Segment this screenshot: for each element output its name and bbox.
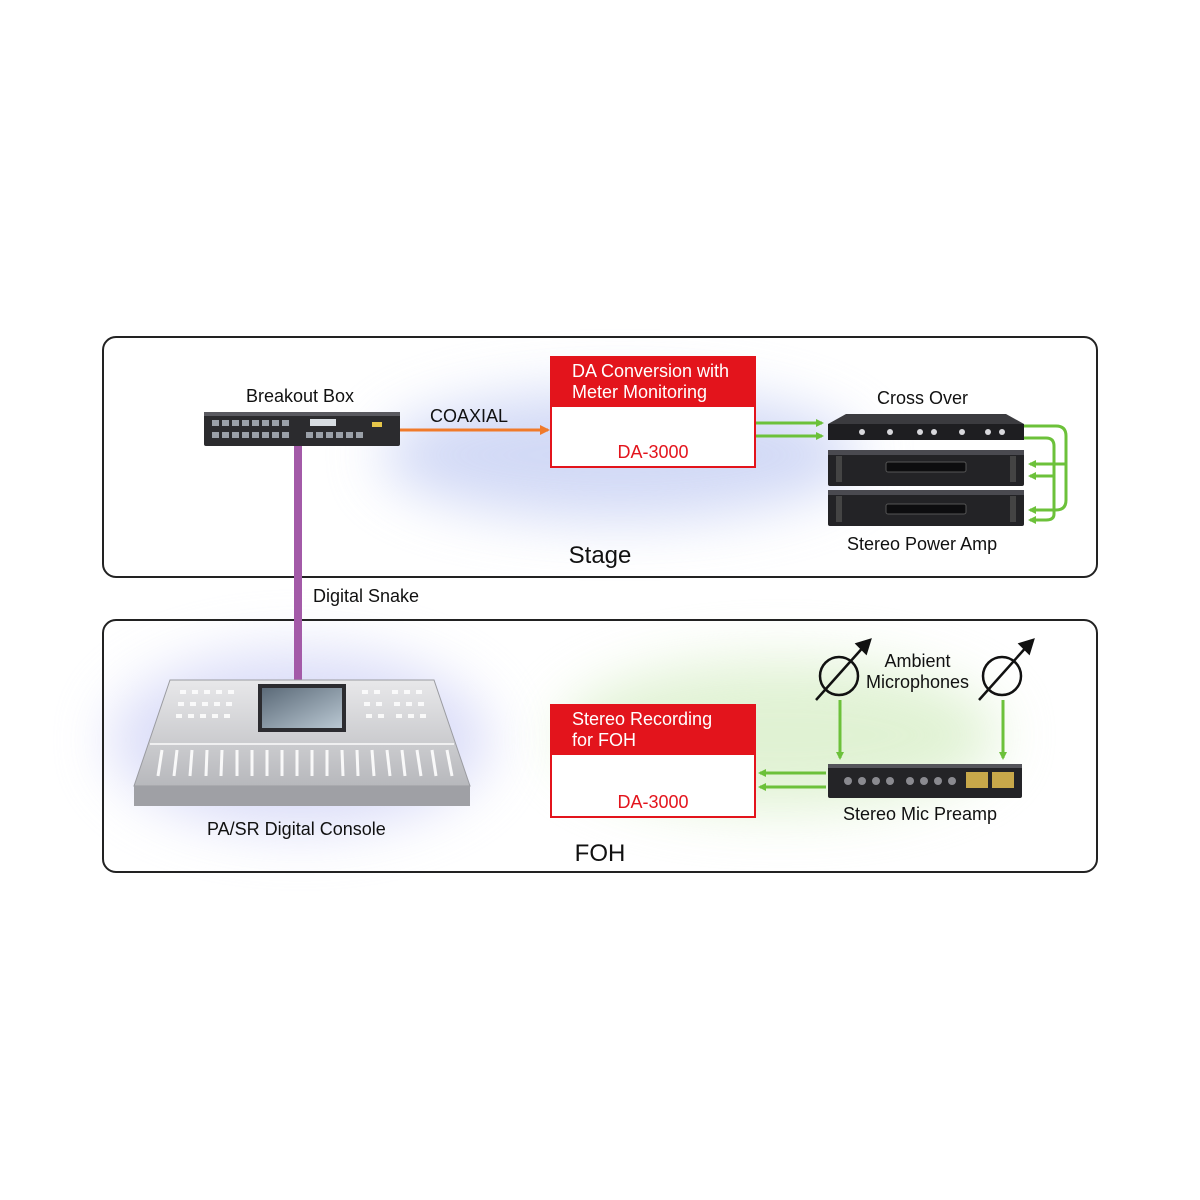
stereo-power-amp-label: Stereo Power Amp [847, 534, 998, 554]
ambient-mics-label: Ambient Microphones [866, 651, 970, 692]
console-label: PA/SR Digital Console [207, 819, 386, 839]
coaxial-label: COAXIAL [430, 406, 509, 426]
crossover-to-amp-loop-1 [1024, 424, 1068, 514]
microphone-icon [978, 638, 1035, 701]
foh-title: FOH [574, 840, 626, 867]
stage-callout-title: DA Conversion with Meter Monitoring [552, 358, 754, 407]
breakout-box-label: Breakout Box [246, 386, 355, 406]
mic-preamp-device [828, 764, 1022, 798]
breakout-box-device [204, 412, 400, 446]
crossover-to-amp-loop-2 [1024, 436, 1056, 524]
microphone-icon [815, 638, 872, 701]
mic-preamp-label: Stereo Mic Preamp [843, 804, 998, 824]
foh-da3000-callout: Stereo Recording for FOH DA-3000 [550, 704, 756, 818]
digital-snake-label: Digital Snake [313, 586, 420, 606]
stage-zone [102, 336, 1098, 578]
foh-callout-model: DA-3000 [617, 792, 689, 812]
stage-da3000-callout: DA Conversion with Meter Monitoring DA-3… [550, 356, 756, 468]
foh-callout-title: Stereo Recording for FOH [552, 706, 754, 755]
crossover-device [828, 414, 1024, 440]
digital-console-device [133, 679, 471, 806]
cross-over-label: Cross Over [877, 388, 969, 408]
stage-callout-model: DA-3000 [617, 442, 689, 462]
power-amp-device-1 [828, 450, 1024, 486]
stage-title: Stage [568, 542, 632, 569]
power-amp-device-2 [828, 490, 1024, 526]
foh-zone [102, 619, 1098, 873]
